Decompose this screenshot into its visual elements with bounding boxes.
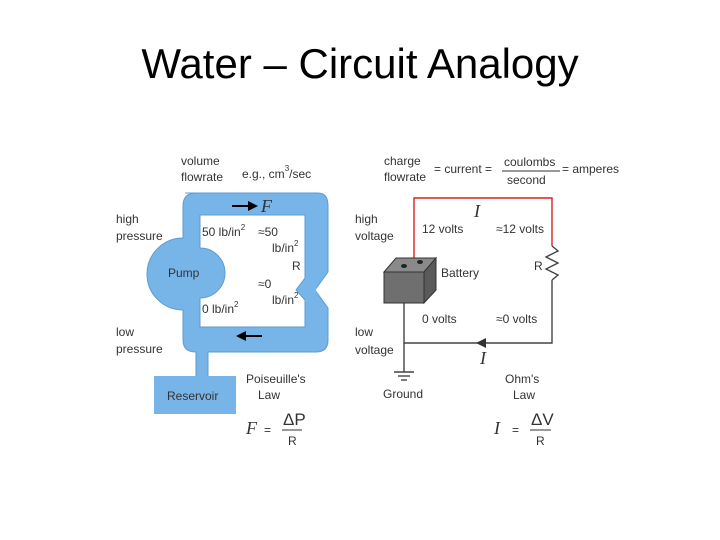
current-eq-label: = current = [434, 162, 492, 176]
formula-eq-water: = [264, 423, 271, 437]
ground-label: Ground [383, 387, 423, 401]
pressure-unit-1: lb/in2 [272, 239, 299, 255]
pressure-approx-0: ≈0 [258, 277, 272, 291]
pressure-unit-2: lb/in2 [272, 291, 299, 307]
flow-arrow-top [232, 201, 258, 211]
voltage-0: 0 volts [422, 312, 457, 326]
second-label: second [507, 173, 546, 187]
flow-symbol: F [260, 196, 273, 216]
high-voltage-wire [413, 197, 553, 262]
battery-icon [382, 256, 438, 305]
charge-flowrate-label: flowrate [384, 170, 426, 184]
formula-delta-v: ΔV [531, 410, 554, 429]
pump-label: Pump [168, 266, 200, 280]
pipe-restriction [305, 278, 316, 302]
low-voltage-label-2: voltage [355, 343, 394, 357]
slide-title: Water – Circuit Analogy [141, 40, 579, 87]
volume-label: volume [181, 154, 220, 168]
poiseuille-label-1: Poiseuille's [246, 372, 306, 386]
circuit-diagram: charge flowrate = current = coulombs sec… [355, 154, 619, 448]
formula-r-water: R [288, 434, 297, 448]
reservoir-tank [154, 376, 236, 414]
formula-r-circuit: R [536, 434, 545, 448]
formula-eq-circuit: = [512, 423, 519, 437]
pressure-high-left: 50 lb/in2 [202, 223, 246, 239]
high-voltage-label-2: voltage [355, 229, 394, 243]
current-symbol-bottom: I [479, 348, 487, 368]
water-pipe-loop [146, 192, 329, 379]
poiseuille-formula: F = ΔP R [245, 410, 306, 448]
formula-f: F [245, 418, 258, 438]
flow-arrow-bottom [236, 331, 262, 341]
high-pressure-label-1: high [116, 212, 139, 226]
pressure-approx-50: ≈50 [258, 225, 278, 239]
high-voltage-label-1: high [355, 212, 378, 226]
poiseuille-label-2: Law [258, 388, 280, 402]
ohms-formula: I = ΔV R [493, 410, 554, 448]
resistor-symbol [544, 245, 560, 281]
current-arrow-bottom [476, 338, 486, 348]
resistance-label-water: R [292, 259, 301, 273]
formula-i: I [493, 418, 501, 438]
coulombs-label: coulombs [504, 155, 555, 169]
units-example: e.g., cm3/sec [242, 164, 311, 181]
flowrate-label: flowrate [181, 170, 223, 184]
amperes-label: = amperes [562, 162, 619, 176]
voltage-12: 12 volts [422, 222, 463, 236]
reservoir-label: Reservoir [167, 389, 218, 403]
resistance-label-circuit: R [534, 259, 543, 273]
water-diagram: volume flowrate e.g., cm3/sec F high pre… [116, 154, 329, 448]
high-pressure-label-2: pressure [116, 229, 163, 243]
formula-delta-p: ΔP [283, 410, 306, 429]
current-symbol-top: I [473, 201, 481, 221]
ohms-law-label-1: Ohm's [505, 372, 539, 386]
pressure-low-left: 0 lb/in2 [202, 300, 239, 316]
low-voltage-label-1: low [355, 325, 373, 339]
low-pressure-label-1: low [116, 325, 134, 339]
low-pressure-label-2: pressure [116, 342, 163, 356]
battery-label: Battery [441, 266, 479, 280]
voltage-12-approx: ≈12 volts [496, 222, 544, 236]
ground-symbol [394, 371, 414, 381]
charge-label: charge [384, 154, 421, 168]
ohms-law-label-2: Law [513, 388, 535, 402]
voltage-0-approx: ≈0 volts [496, 312, 537, 326]
